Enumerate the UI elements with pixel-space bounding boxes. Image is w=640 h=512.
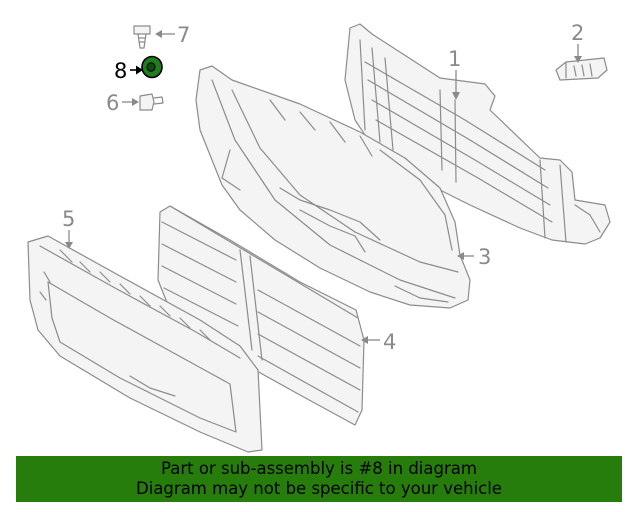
callout-7: 7 — [177, 23, 190, 47]
banner-line-2: Diagram may not be specific to your vehi… — [136, 479, 502, 498]
callout-6: 6 — [106, 91, 119, 115]
part-7-screw — [133, 25, 151, 49]
callout-5: 5 — [62, 207, 75, 231]
arrowhead-3 — [457, 252, 464, 260]
callout-2: 2 — [571, 21, 584, 45]
callout-3: 3 — [478, 245, 491, 269]
arrowhead-1 — [452, 92, 460, 100]
part-8-nut-highlighted[interactable] — [141, 55, 163, 79]
part-6-bolt — [139, 93, 164, 111]
banner-line-1: Part or sub-assembly is #8 in diagram — [161, 459, 477, 478]
info-banner: Part or sub-assembly is #8 in diagram Di… — [16, 456, 622, 502]
callout-1: 1 — [448, 47, 461, 71]
leader-lines — [65, 30, 582, 344]
part-2-clip — [555, 57, 608, 81]
callout-8: 8 — [114, 59, 127, 83]
arrowhead-4 — [361, 336, 368, 344]
arrowhead-6 — [132, 98, 139, 106]
arrowhead-8 — [136, 65, 143, 75]
part-1-upper-shutter — [344, 23, 611, 245]
arrowhead-5 — [65, 242, 73, 249]
part-5-lower-grille — [27, 235, 263, 453]
arrowhead-7 — [155, 30, 162, 38]
callout-4: 4 — [383, 330, 396, 354]
arrowhead-2 — [574, 56, 582, 63]
part-3-air-deflector — [195, 65, 471, 309]
